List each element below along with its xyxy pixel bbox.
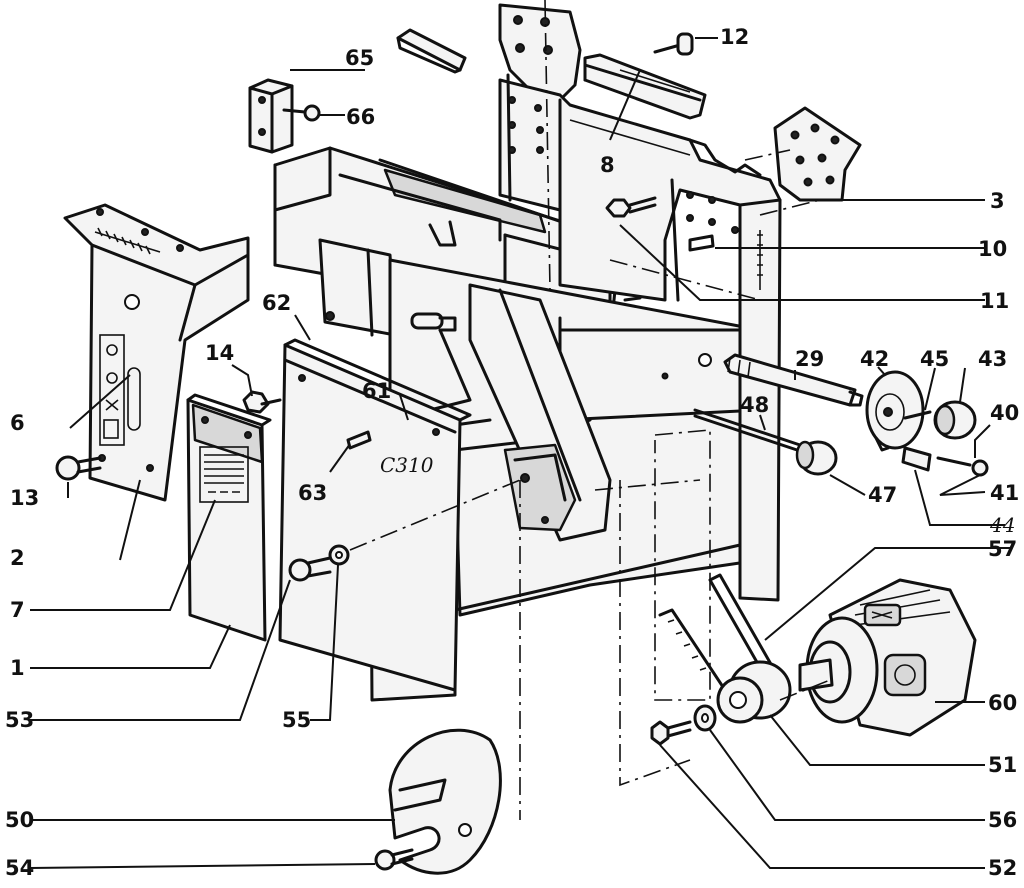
label-42: 42 <box>860 347 889 371</box>
label-14: 14 <box>205 341 234 365</box>
screw-54 <box>374 848 414 871</box>
label-41: 41 <box>990 481 1019 505</box>
nut-41 <box>971 459 989 477</box>
side-plate-part-3 <box>773 106 862 202</box>
front-panel-part-62 <box>278 338 472 692</box>
screw-66 <box>282 104 321 122</box>
leader-lines <box>29 37 1010 869</box>
label-50: 50 <box>5 808 34 832</box>
label-51: 51 <box>988 753 1017 777</box>
screw-45 <box>903 410 932 420</box>
label-62: 62 <box>262 291 291 315</box>
hub-42 <box>865 370 925 452</box>
label-55: 55 <box>282 708 311 732</box>
bar-part-8 <box>583 53 707 120</box>
assembly-lines <box>519 0 831 820</box>
label-29: 29 <box>795 347 824 371</box>
label-8: 8 <box>600 153 615 177</box>
label-43: 43 <box>978 347 1007 371</box>
label-61: 61 <box>362 379 391 403</box>
label-57: 57 <box>988 537 1017 561</box>
bolt-11 <box>605 196 657 218</box>
label-1: 1 <box>10 656 25 680</box>
screw-13 <box>55 455 102 481</box>
label-56: 56 <box>988 808 1017 832</box>
washer-56 <box>693 704 717 732</box>
label-52: 52 <box>988 856 1017 880</box>
axis-line-53 <box>349 479 521 551</box>
label-44: 44 <box>989 513 1015 537</box>
label-47: 47 <box>868 483 897 507</box>
bolt-52 <box>650 720 692 746</box>
shaft-48 <box>693 408 802 453</box>
label-11: 11 <box>980 289 1009 313</box>
side-plate-part-2 <box>63 203 250 502</box>
label-54: 54 <box>5 856 34 880</box>
pin-44 <box>901 446 932 472</box>
label-48: 48 <box>740 393 769 417</box>
label-7: 7 <box>10 598 25 622</box>
pulley-51 <box>716 660 792 724</box>
label-3: 3 <box>990 189 1005 213</box>
callout-labels: 65 66 12 8 3 10 11 62 14 61 6 13 63 2 7 … <box>5 25 1019 880</box>
label-6: 6 <box>10 411 25 435</box>
label-40: 40 <box>990 401 1019 425</box>
label-65: 65 <box>345 46 374 70</box>
label-45: 45 <box>920 347 949 371</box>
screw-12 <box>653 32 694 56</box>
label-53: 53 <box>5 708 34 732</box>
screw-10 <box>688 234 715 252</box>
annotation-c310: C310 <box>380 453 434 477</box>
block-part-65 <box>248 78 294 154</box>
label-2: 2 <box>10 546 25 570</box>
angle-strip <box>396 28 467 74</box>
motor-60 <box>798 578 977 737</box>
label-10: 10 <box>978 237 1007 261</box>
label-66: 66 <box>346 105 375 129</box>
cover-panel-part-1 <box>186 393 272 642</box>
nut-14 <box>242 390 282 414</box>
label-63: 63 <box>298 481 327 505</box>
screw-40 <box>936 456 972 467</box>
spindle-29 <box>723 353 864 407</box>
label-60: 60 <box>988 691 1017 715</box>
bolt-53 <box>288 556 332 582</box>
knob-47 <box>795 440 838 476</box>
guard-cover-50 <box>388 728 502 875</box>
cap-43 <box>933 400 977 440</box>
label-13: 13 <box>10 486 39 510</box>
washer-55 <box>328 544 350 566</box>
label-12: 12 <box>720 25 749 49</box>
assembly-line-3 <box>744 149 821 216</box>
